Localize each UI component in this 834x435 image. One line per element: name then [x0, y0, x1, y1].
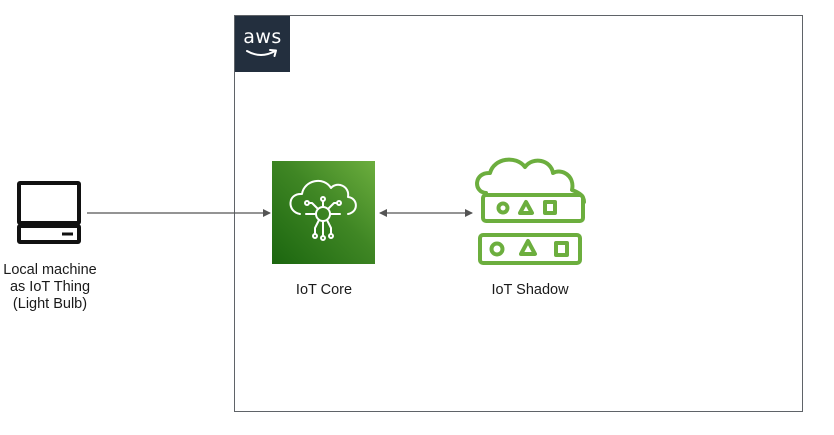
- local-machine-label-line-2: as IoT Thing: [9, 279, 91, 295]
- aws-smile-icon: [246, 49, 277, 57]
- iot-shadow-icon: [475, 157, 586, 265]
- laptop-icon: [17, 181, 81, 244]
- iot-shadow-label: IoT Shadow: [491, 282, 569, 298]
- local-machine-label-line-3: (Light Bulb): [12, 296, 88, 312]
- aws-logo: aws: [235, 16, 290, 72]
- iot-core-node: [272, 161, 375, 264]
- local-machine-label-line-1: Local machine: [3, 262, 97, 278]
- iot-core-label: IoT Core: [295, 282, 353, 298]
- iot-core-icon: [289, 179, 357, 241]
- local-machine-label: Local machine as IoT Thing (Light Bulb): [0, 262, 100, 313]
- aws-logo-text: aws: [243, 26, 282, 48]
